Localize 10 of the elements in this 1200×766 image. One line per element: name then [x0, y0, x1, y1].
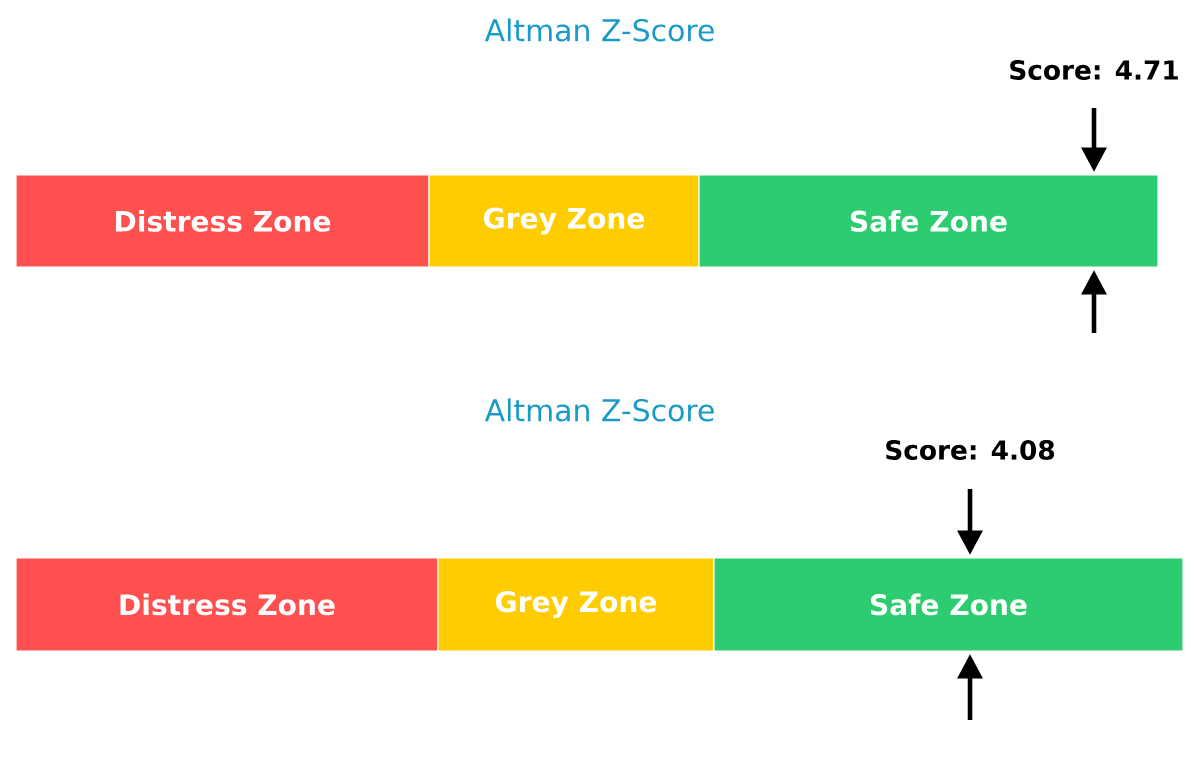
score-label: Score: 4.71: [1010, 60, 1178, 80]
chart-title: Altman Z-Score: [484, 18, 714, 42]
zone-bar: Distress Zone: [15, 557, 439, 652]
chart-title: Altman Z-Score: [484, 398, 714, 422]
score-label: Score: 4.08: [886, 440, 1055, 460]
zone-bar: Grey Zone: [428, 174, 700, 268]
zone-bar: Distress Zone: [15, 174, 430, 268]
zone-bar: Safe Zone: [698, 174, 1159, 268]
zone-bar: Safe Zone: [713, 557, 1184, 652]
zone-bar: Grey Zone: [437, 557, 715, 652]
